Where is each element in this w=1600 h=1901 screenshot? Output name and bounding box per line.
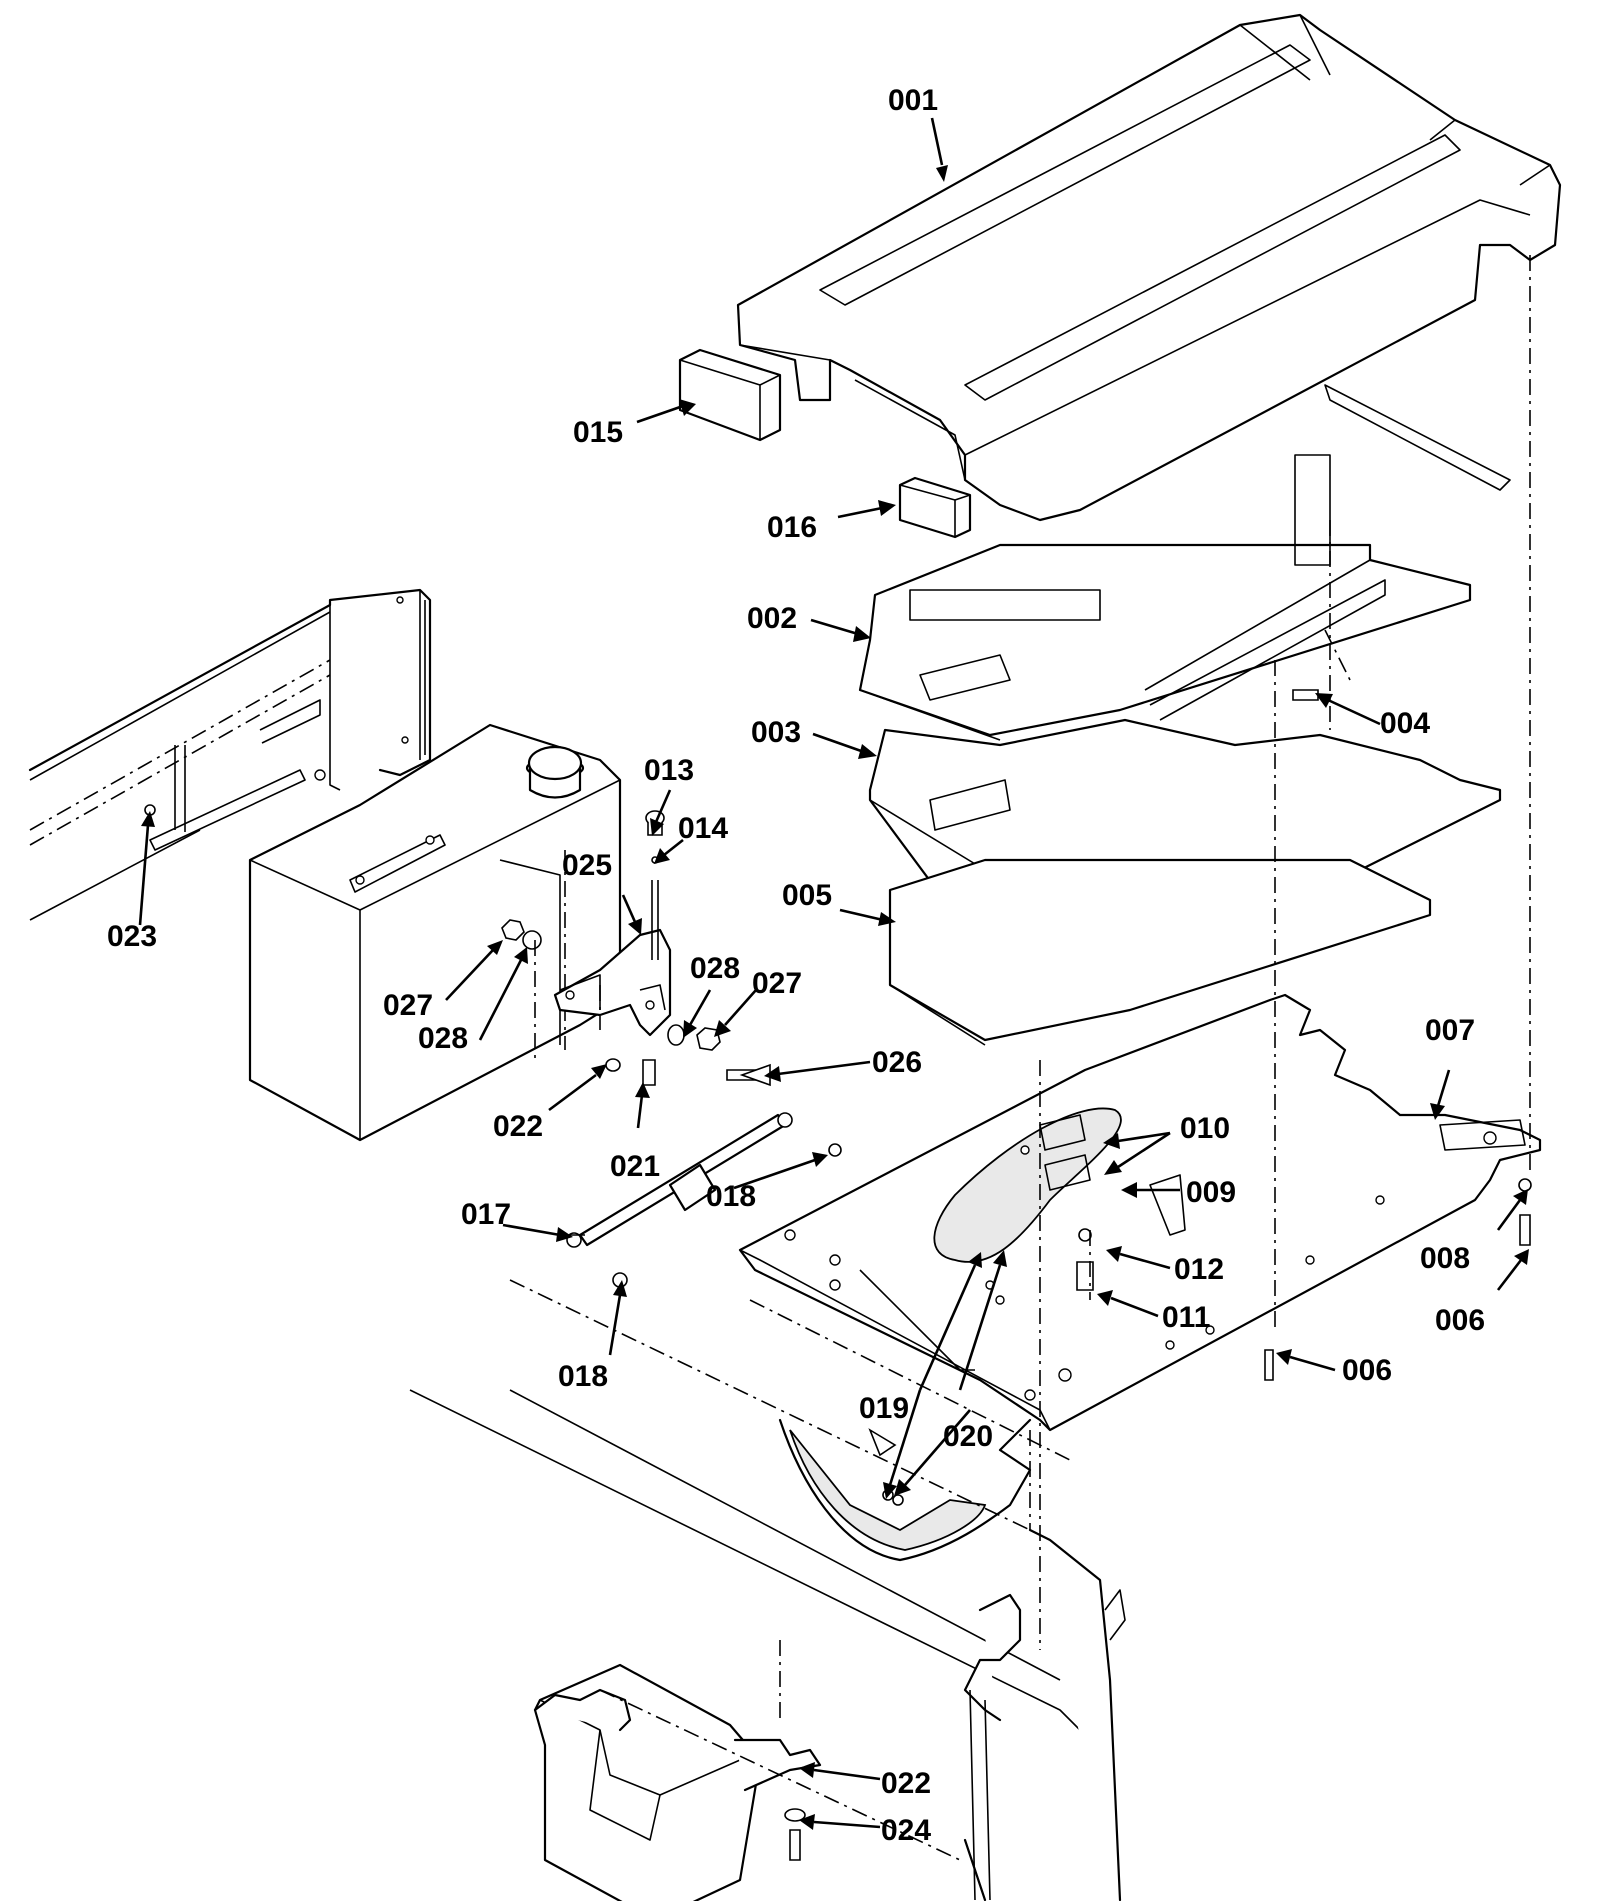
callout-027-right: 027 [752,967,802,1000]
callout-006-far-right: 006 [1435,1304,1485,1337]
gas-spring-017 [560,1112,793,1248]
fuel-tank [248,723,622,1142]
seat-001 [736,13,1562,522]
callout-010: 010 [1180,1112,1230,1145]
lower-bracket [533,1640,961,1901]
callout-018-upper: 018 [706,1180,756,1213]
callout-025: 025 [562,849,612,882]
callout-001: 001 [888,84,938,117]
chassis-frame [28,588,432,921]
sheet-back [1294,384,1511,566]
callout-006-right: 006 [1342,1354,1392,1387]
callout-023: 023 [107,920,157,953]
callout-011: 011 [1162,1301,1210,1334]
callout-022-upper: 022 [493,1110,543,1143]
pad-016 [898,476,972,539]
callout-003: 003 [751,716,801,749]
pad-015 [678,348,782,442]
callout-012: 012 [1174,1253,1224,1286]
callout-019: 019 [859,1392,909,1425]
callout-026: 026 [872,1046,922,1079]
callout-027-left: 027 [383,989,433,1022]
callout-007: 007 [1425,1014,1475,1047]
callout-005: 005 [782,879,832,912]
callout-024: 024 [881,1814,931,1847]
callout-020: 020 [943,1420,993,1453]
callout-labels: 001 015 016 002 003 004 005 007 010 009 … [107,84,1485,1847]
alignment-lines [534,255,1531,1650]
callout-022-lower: 022 [881,1767,931,1800]
callout-004: 004 [1380,707,1430,740]
callout-014: 014 [678,812,728,845]
base-plate-007 [738,993,1542,1432]
callout-021: 021 [610,1150,660,1183]
callout-008: 008 [1420,1242,1470,1275]
callout-017: 017 [461,1198,511,1231]
plate-002 [858,543,1472,741]
callout-018-lower: 018 [558,1360,608,1393]
callout-028-right: 028 [690,952,740,985]
callout-002: 002 [747,602,797,635]
callout-013: 013 [644,754,694,787]
leader-arrows [138,117,1529,1830]
callout-016: 016 [767,511,817,544]
callout-009: 009 [1186,1176,1236,1209]
callout-028-left: 028 [418,1022,468,1055]
hinge-bracket-025 [553,928,672,1037]
callout-015: 015 [573,416,623,449]
plate-005 [888,858,1432,1046]
